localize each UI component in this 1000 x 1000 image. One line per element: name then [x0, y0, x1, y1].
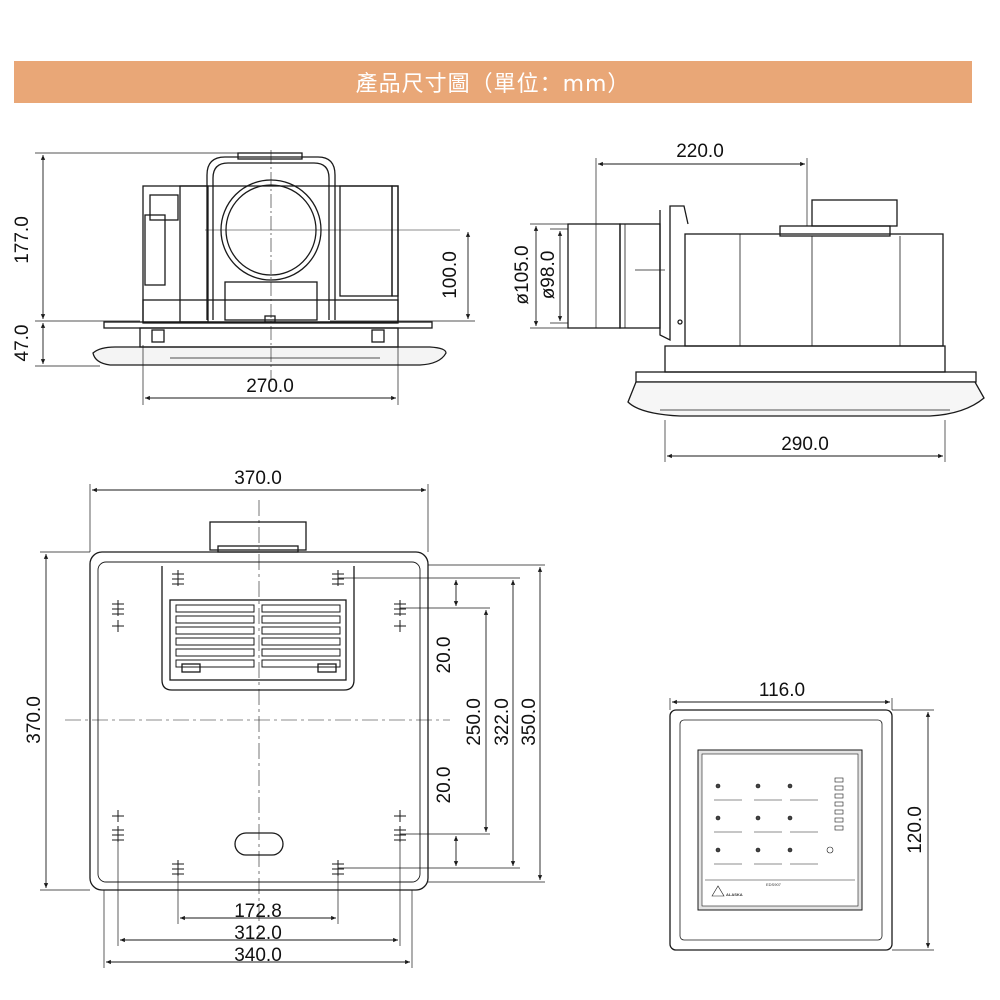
- title-banner: 產品尺寸圖（單位：mm）: [14, 61, 972, 103]
- dim-47: 47.0: [12, 325, 33, 362]
- controller-view: [669, 698, 934, 951]
- bottom-view: [40, 484, 545, 968]
- dim-370-height: 370.0: [24, 696, 45, 744]
- dim-98: ø98.0: [538, 251, 559, 300]
- controller-model: EDS907: [766, 882, 782, 887]
- dim-177: 177.0: [12, 216, 33, 264]
- dim-100: 100.0: [440, 251, 461, 299]
- dim-322: 322.0: [492, 698, 513, 746]
- dim-340: 340.0: [234, 945, 282, 966]
- dim-250: 250.0: [464, 698, 485, 746]
- dim-370-width: 370.0: [234, 468, 282, 489]
- dim-20-bottom: 20.0: [434, 767, 455, 804]
- dim-220: 220.0: [676, 141, 724, 162]
- dim-172: 172.8: [234, 901, 282, 922]
- controller-brand: ALASKA: [726, 892, 743, 897]
- dim-120: 120.0: [905, 806, 926, 854]
- dim-270: 270.0: [246, 376, 294, 397]
- dim-312: 312.0: [234, 923, 282, 944]
- front-view: [35, 150, 475, 405]
- dim-20-top: 20.0: [434, 637, 455, 674]
- side-view: [530, 158, 985, 462]
- dim-350: 350.0: [519, 698, 540, 746]
- dim-105: ø105.0: [512, 245, 533, 304]
- dim-290: 290.0: [781, 434, 829, 455]
- page-title: 產品尺寸圖（單位：mm）: [355, 72, 631, 97]
- dim-116: 116.0: [759, 680, 805, 701]
